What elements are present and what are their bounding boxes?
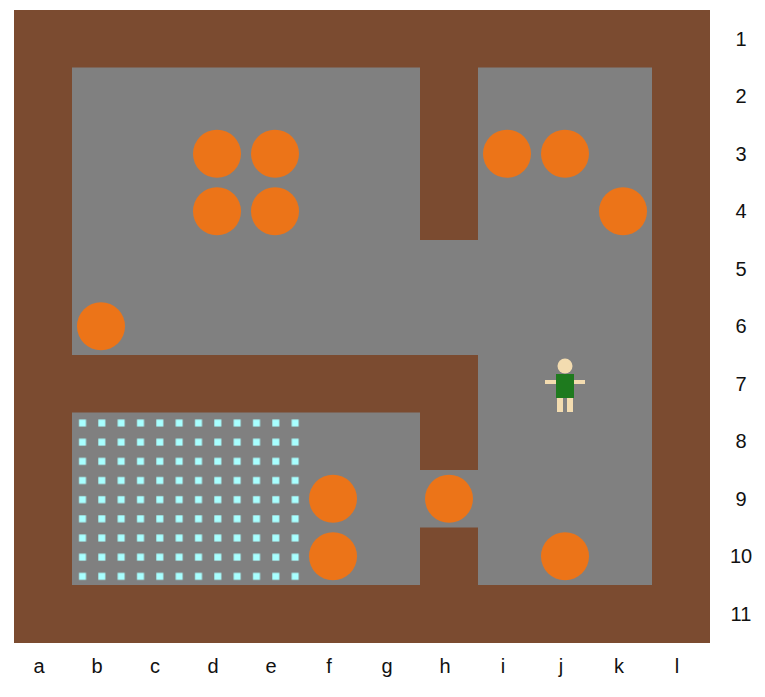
boulder [193, 130, 241, 178]
column-letter: j [559, 654, 563, 678]
row-number: 6 [735, 314, 746, 338]
column-letter: a [33, 654, 44, 678]
row-number: 7 [735, 372, 746, 396]
column-letter: f [326, 654, 332, 678]
floor [72, 413, 420, 586]
boulder [309, 532, 357, 580]
row-number: 10 [730, 544, 752, 568]
floor [478, 68, 652, 586]
boulder [309, 475, 357, 523]
column-letter: k [614, 654, 624, 678]
boulder [541, 532, 589, 580]
column-letter: l [675, 654, 679, 678]
column-letter: e [265, 654, 276, 678]
boulder [425, 475, 473, 523]
column-letter: c [150, 654, 160, 678]
goal-area [72, 413, 304, 586]
boulder [77, 302, 125, 350]
wall [14, 10, 710, 643]
boulder [599, 187, 647, 235]
column-letter: h [439, 654, 450, 678]
row-number: 3 [735, 142, 746, 166]
boulders [77, 130, 647, 581]
floor [419, 240, 479, 355]
column-letter: g [381, 654, 392, 678]
column-letter: d [207, 654, 218, 678]
boulder [251, 130, 299, 178]
player [545, 359, 585, 413]
row-number: 2 [735, 84, 746, 108]
column-letter: b [91, 654, 102, 678]
row-number: 11 [731, 602, 752, 626]
row-number: 5 [735, 257, 746, 281]
boulder [483, 130, 531, 178]
boulder [193, 187, 241, 235]
floor [419, 470, 479, 528]
row-number: 1 [735, 27, 746, 51]
column-letter: i [501, 654, 505, 678]
floor [72, 68, 420, 356]
boulder [541, 130, 589, 178]
row-number: 8 [735, 429, 746, 453]
row-number: 9 [735, 487, 746, 511]
boulder [251, 187, 299, 235]
row-number: 4 [735, 199, 746, 223]
